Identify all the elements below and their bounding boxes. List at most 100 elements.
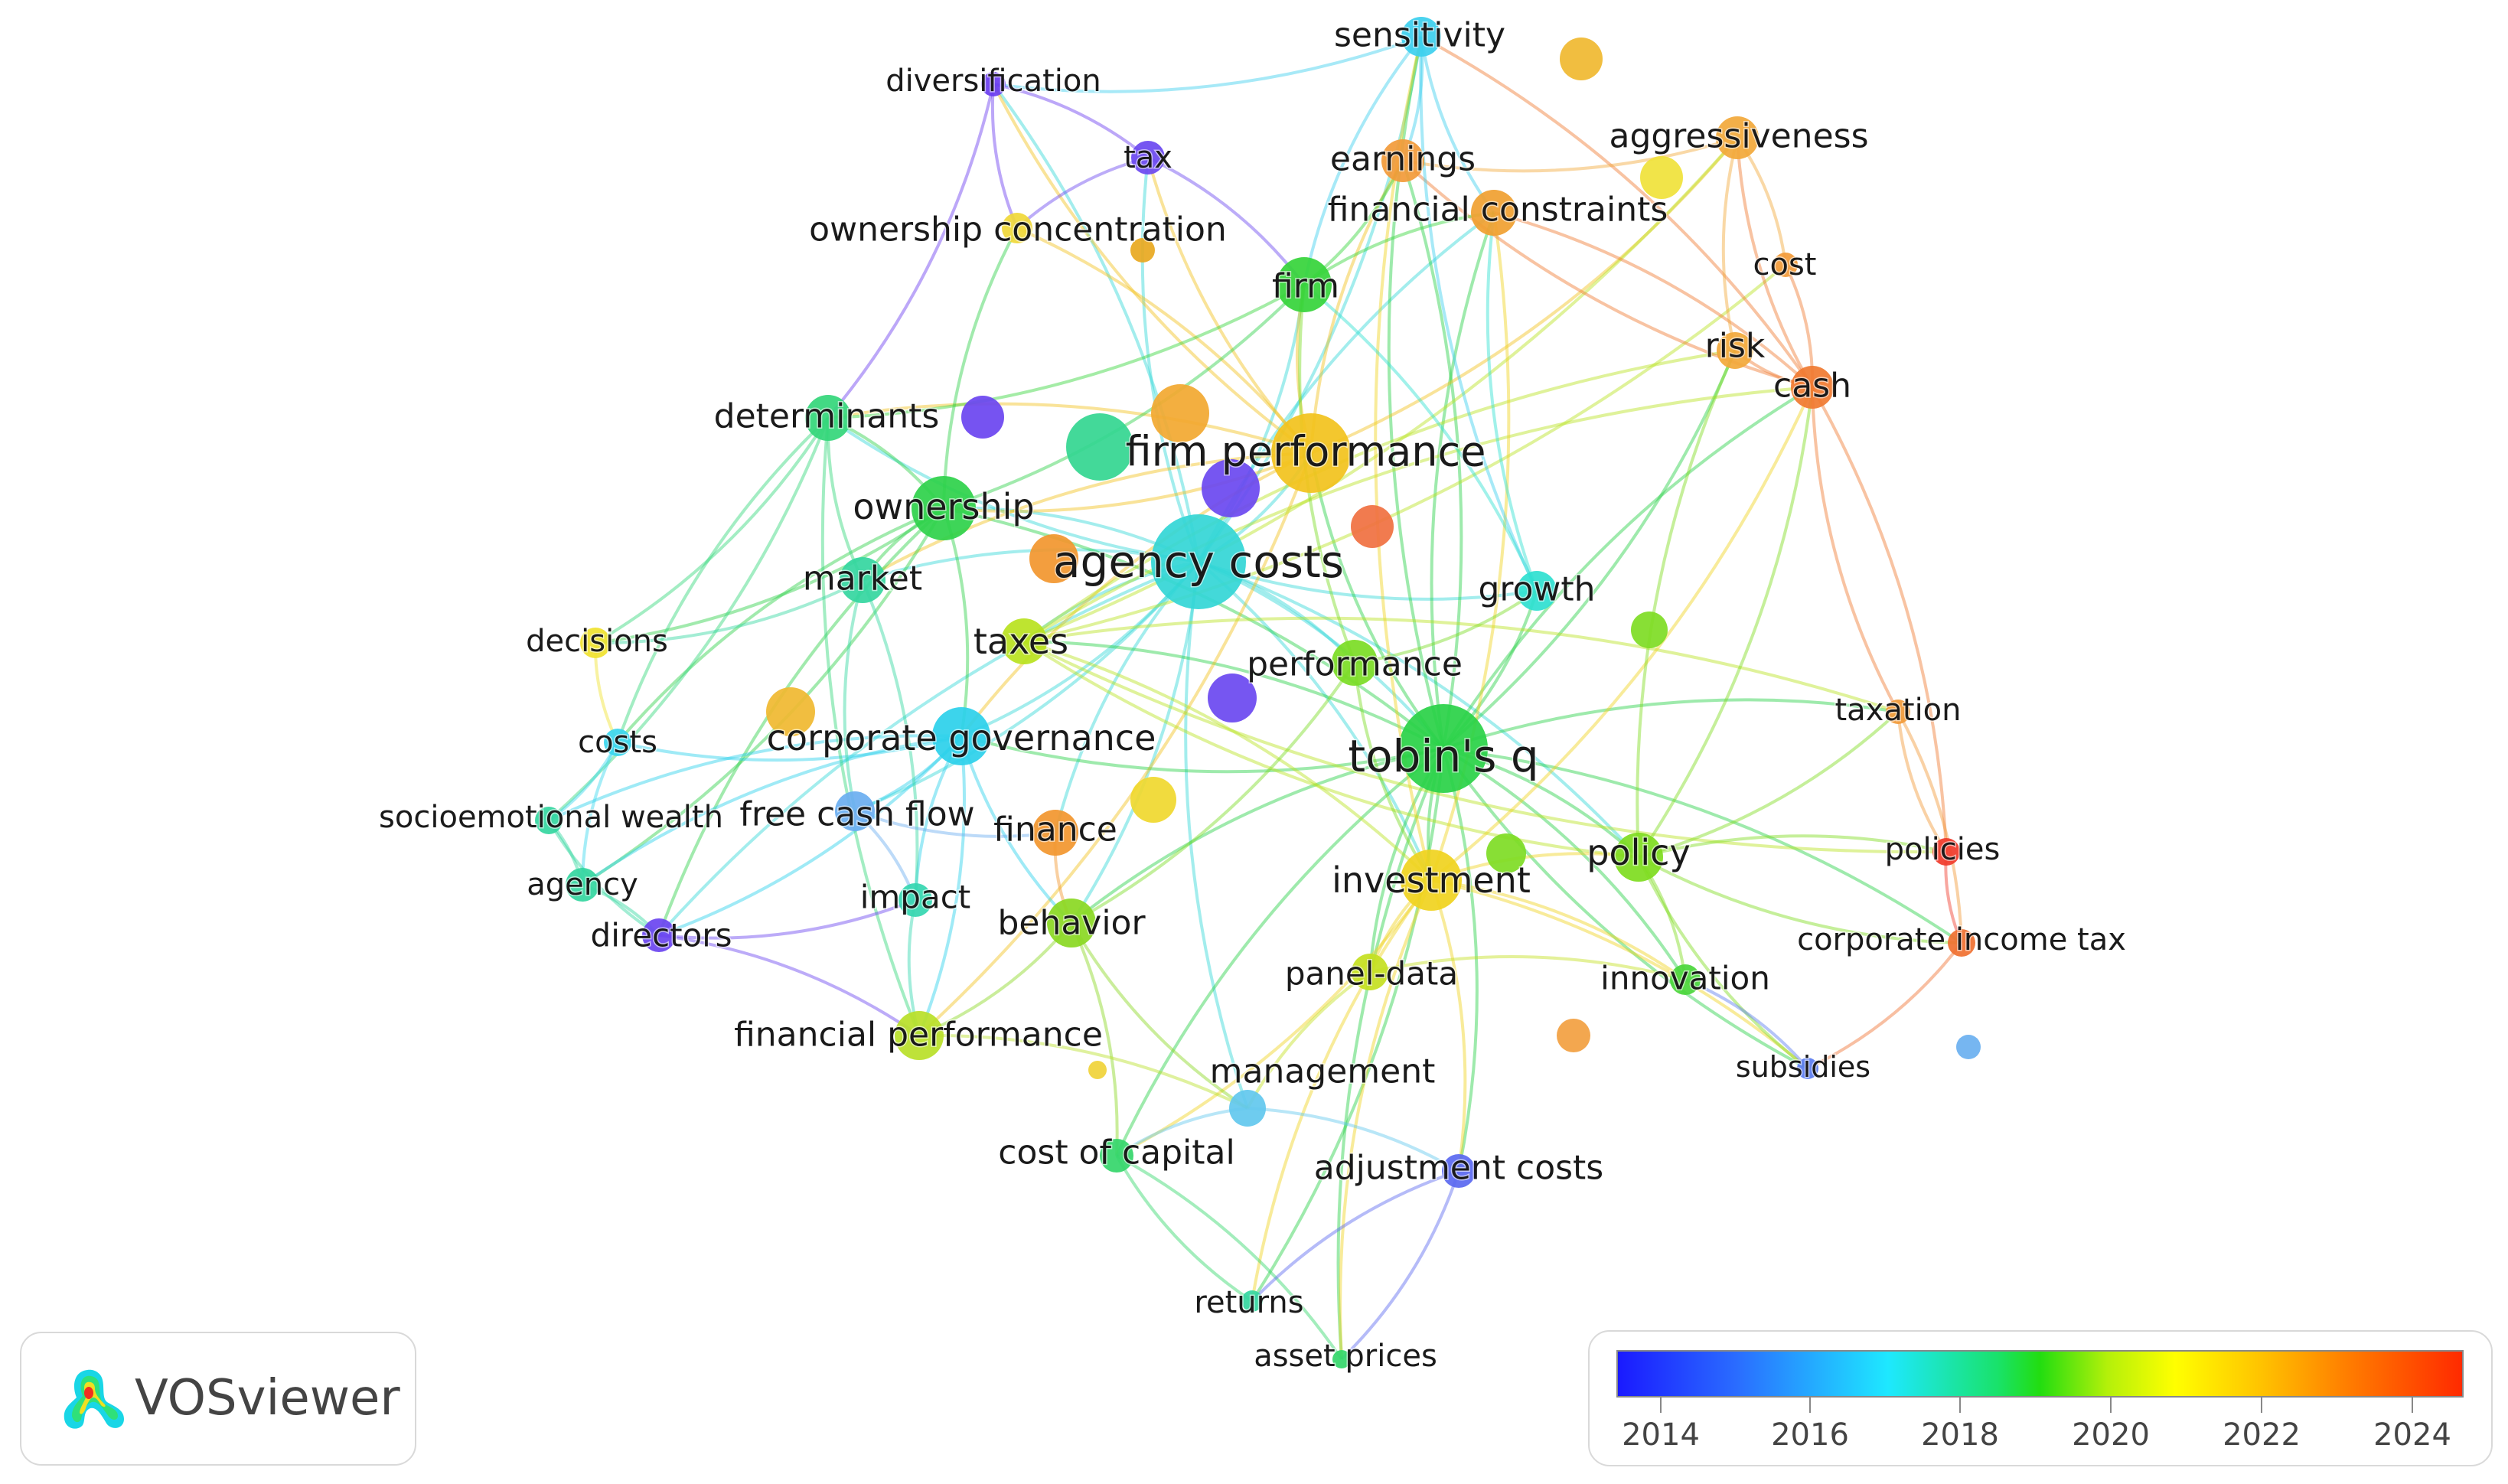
node-u8[interactable] — [1351, 505, 1394, 548]
node-u13[interactable] — [1560, 38, 1603, 80]
node-investment[interactable] — [1401, 850, 1462, 911]
label-free-cash-flow[interactable]: free cash flow — [739, 794, 976, 835]
node-policy[interactable] — [1614, 833, 1663, 882]
node-u4[interactable] — [1202, 459, 1260, 517]
node-free-cash-flow[interactable] — [835, 791, 875, 831]
node-finance[interactable] — [1032, 810, 1078, 856]
node-cost[interactable] — [1773, 253, 1798, 277]
node-taxes[interactable] — [1001, 618, 1047, 664]
label-earnings[interactable]: earnings — [1329, 139, 1476, 180]
node-u17[interactable] — [1956, 1035, 1981, 1059]
label-management[interactable]: management — [1208, 1051, 1437, 1092]
label-policy[interactable]: policy — [1586, 831, 1691, 875]
node-innovation[interactable] — [1670, 964, 1701, 995]
label-financial-performance[interactable]: financial performance — [733, 1014, 1104, 1055]
label-firm-performance[interactable]: firm performance — [1124, 426, 1487, 477]
label-finance[interactable]: finance — [993, 809, 1119, 850]
label-asset-prices[interactable]: asset prices — [1253, 1338, 1439, 1375]
label-directors[interactable]: directors — [589, 915, 733, 955]
node-diversification[interactable] — [981, 72, 1006, 96]
label-innovation[interactable]: innovation — [1600, 958, 1772, 998]
node-determinants[interactable] — [805, 395, 851, 441]
label-diversification[interactable]: diversification — [885, 63, 1103, 100]
node-agency-costs[interactable] — [1151, 514, 1246, 609]
node-performance[interactable] — [1332, 640, 1378, 686]
node-u14[interactable] — [1631, 612, 1668, 648]
node-behavior[interactable] — [1047, 899, 1096, 947]
label-agency[interactable]: agency — [526, 866, 640, 904]
label-tobins-q[interactable]: tobin's q — [1347, 729, 1540, 784]
label-ownership-concentration[interactable]: ownership concentration — [808, 209, 1228, 250]
node-agency[interactable] — [566, 868, 599, 902]
node-cost-of-capital[interactable] — [1100, 1139, 1133, 1173]
node-socioemotional-wealth[interactable] — [535, 807, 563, 834]
node-ownership-concentration[interactable] — [1002, 213, 1032, 243]
node-u1[interactable] — [1151, 384, 1209, 442]
label-market[interactable]: market — [801, 558, 923, 599]
node-financial-constraints[interactable] — [1471, 190, 1517, 236]
label-agency-costs[interactable]: agency costs — [1052, 535, 1345, 589]
node-ownership[interactable] — [912, 476, 976, 540]
node-u6[interactable] — [766, 687, 815, 736]
node-policies[interactable] — [1932, 838, 1960, 866]
label-sensitivity[interactable]: sensitivity — [1332, 15, 1506, 56]
node-subsidies[interactable] — [1797, 1058, 1818, 1079]
node-tobins-q[interactable] — [1399, 704, 1488, 793]
label-cost[interactable]: cost — [1752, 246, 1818, 284]
label-policies[interactable]: policies — [1883, 831, 2001, 869]
node-decisions[interactable] — [580, 628, 611, 658]
label-firm[interactable]: firm — [1271, 266, 1341, 307]
label-panel-data[interactable]: panel-data — [1283, 954, 1459, 993]
node-management[interactable] — [1229, 1090, 1266, 1127]
node-u15[interactable] — [1640, 156, 1683, 199]
label-subsidies[interactable]: subsidies — [1734, 1049, 1871, 1085]
label-tax[interactable]: tax — [1123, 139, 1174, 177]
node-impact[interactable] — [899, 883, 932, 917]
node-risk[interactable] — [1717, 332, 1753, 369]
label-adjustment-costs[interactable]: adjustment costs — [1313, 1147, 1604, 1189]
node-u10[interactable] — [1486, 833, 1526, 873]
label-decisions[interactable]: decisions — [525, 623, 670, 660]
label-aggressiveness[interactable]: aggressiveness — [1608, 116, 1870, 157]
node-corporate-income-tax[interactable] — [1948, 929, 1975, 957]
node-u12[interactable] — [1130, 777, 1176, 823]
label-taxes[interactable]: taxes — [972, 620, 1069, 664]
label-risk[interactable]: risk — [1704, 325, 1766, 367]
label-cash[interactable]: cash — [1773, 365, 1853, 406]
label-returns[interactable]: returns — [1193, 1284, 1305, 1322]
label-determinants[interactable]: determinants — [713, 396, 941, 437]
node-aggressiveness[interactable] — [1716, 116, 1759, 159]
label-taxation[interactable]: taxation — [1834, 692, 1962, 729]
label-corporate-income-tax[interactable]: corporate income tax — [1796, 921, 2128, 959]
label-behavior[interactable]: behavior — [996, 902, 1147, 944]
node-tax[interactable] — [1131, 141, 1165, 174]
node-u5[interactable] — [1066, 413, 1133, 481]
label-growth[interactable]: growth — [1477, 569, 1596, 610]
node-sensitivity[interactable] — [1401, 17, 1441, 57]
label-costs[interactable]: costs — [577, 724, 659, 762]
node-directors[interactable] — [642, 918, 676, 952]
node-returns[interactable] — [1241, 1290, 1263, 1312]
node-financial-performance[interactable] — [895, 1011, 944, 1060]
node-u2[interactable] — [1088, 1061, 1107, 1079]
node-firm-performance[interactable] — [1271, 413, 1351, 493]
node-u16[interactable] — [1557, 1019, 1590, 1052]
node-u3[interactable] — [1130, 238, 1155, 263]
node-corporate-governance[interactable] — [932, 707, 990, 765]
label-performance[interactable]: performance — [1246, 644, 1464, 685]
node-earnings[interactable] — [1381, 139, 1424, 182]
label-impact[interactable]: impact — [859, 877, 972, 917]
label-corporate-governance[interactable]: corporate governance — [765, 716, 1157, 760]
node-market[interactable] — [840, 557, 885, 603]
label-financial-constraints[interactable]: financial constraints — [1326, 189, 1669, 230]
node-u7[interactable] — [961, 396, 1004, 439]
label-cost-of-capital[interactable]: cost of capital — [997, 1132, 1236, 1173]
node-u11[interactable] — [1208, 674, 1257, 722]
node-adjustment-costs[interactable] — [1442, 1154, 1476, 1188]
label-socioemotional-wealth[interactable]: socioemotional wealth — [378, 799, 725, 837]
node-costs[interactable] — [604, 729, 631, 756]
node-growth[interactable] — [1517, 571, 1557, 611]
node-asset-prices[interactable] — [1332, 1350, 1351, 1368]
node-firm[interactable] — [1277, 257, 1332, 312]
